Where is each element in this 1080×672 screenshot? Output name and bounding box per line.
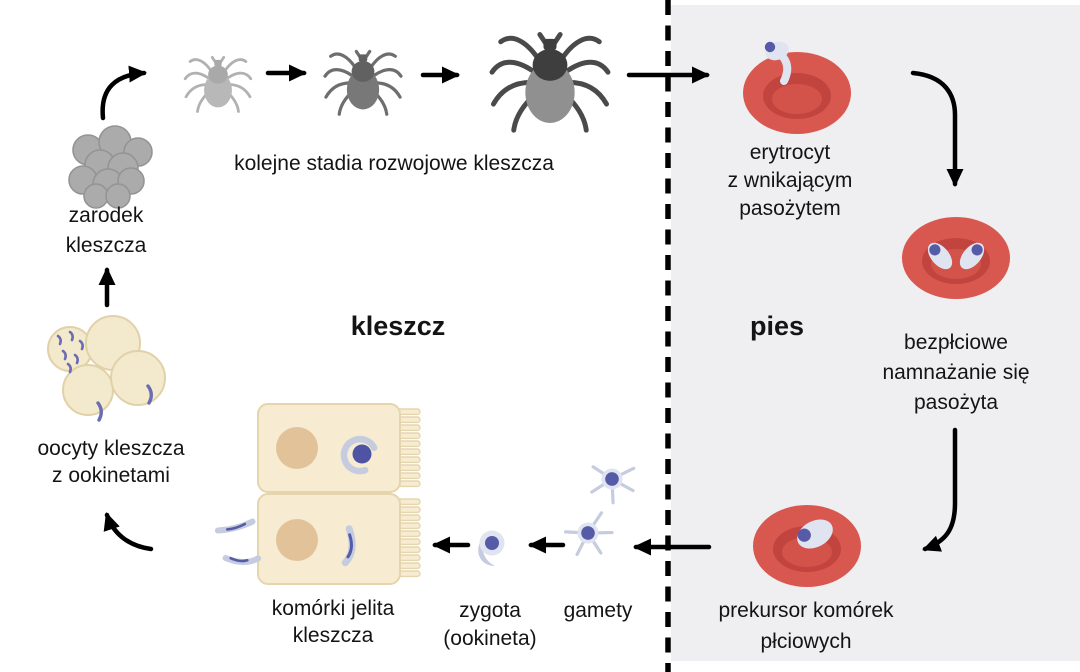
tick-embryo-icon (68, 125, 153, 209)
zygote-icon (478, 530, 505, 566)
precursor-label: prekursor komórek płciowych (718, 599, 894, 653)
gametes-label: gamety (563, 599, 633, 622)
arrow-asexual-to-precursor (922, 427, 958, 552)
tick-side-label: kleszcz (350, 311, 446, 341)
arrow-erythrocyte-to-asexual (910, 70, 964, 187)
arrow-gut-to-oocytes (103, 512, 154, 552)
dog-host-panel (671, 5, 1080, 661)
stages-label: kolejne stadia rozwojowe kleszcza (234, 152, 554, 175)
zygote-label: zygota (ookineta) (443, 599, 537, 650)
tick-nymph-icon (323, 49, 403, 116)
erythrocyte-precursor-icon (753, 505, 861, 587)
tick-adult-icon (492, 35, 608, 131)
gut-cells-label: komórki jelita kleszcza (271, 597, 395, 647)
oocytes-label: oocyty kleszcza z ookinetami (37, 437, 185, 487)
erythrocyte-dividing-icon (902, 217, 1010, 299)
cycle-arrows (98, 64, 964, 556)
dog-side-label: pies (749, 311, 805, 341)
asexual-label: bezpłciowe namnażanie się pasożyta (882, 331, 1030, 414)
tick-larva-icon (183, 56, 253, 113)
erythrocyte-invading-icon (743, 41, 851, 134)
gut-cells-icon (214, 403, 421, 585)
embryo-label: zarodek kleszcza (65, 204, 147, 257)
oocytes-icon (47, 315, 166, 422)
erythrocyte-label: erytrocyt z wnikającym pasożytem (727, 141, 853, 220)
arrow-embryo-to-larva (100, 65, 147, 121)
gametes-icon (561, 458, 640, 563)
